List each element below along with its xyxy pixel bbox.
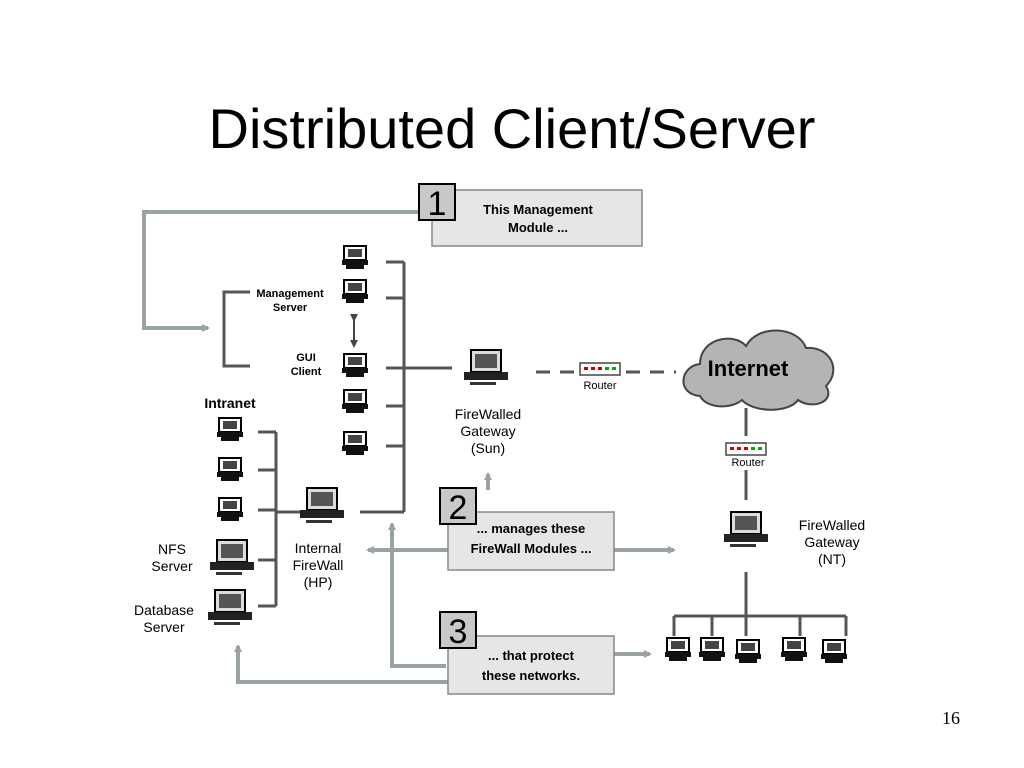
callout-1-text-1: This Management	[483, 202, 593, 217]
network-workstation-icon	[698, 637, 726, 662]
internet-cloud	[682, 329, 835, 411]
router-icon	[725, 442, 767, 456]
gateway-sun-icon	[463, 349, 509, 386]
gateway-nt-label-2: Gateway	[804, 534, 859, 550]
gateway-nt-label-3: (NT)	[818, 551, 846, 567]
intranet-workstation-icon	[216, 417, 244, 442]
callout-1-arrow	[142, 210, 420, 332]
nfs-server-icon	[209, 539, 255, 576]
page-number: 16	[942, 708, 960, 728]
callout-3-arrows	[234, 522, 652, 684]
gateway-sun-label-3: (Sun)	[471, 440, 505, 456]
callout-3: 3 ... that protect these networks.	[439, 611, 615, 695]
callout-1: 1 This Management Module ...	[418, 183, 643, 247]
management-server-label-2: Server	[273, 302, 308, 314]
internal-firewall-icon	[299, 487, 345, 524]
callout-2-number: 2	[449, 489, 468, 527]
internal-firewall-label-2: FireWall	[293, 557, 344, 573]
callout-1-number: 1	[428, 185, 447, 223]
workstation-icon	[341, 389, 369, 414]
callout-3-text-1: ... that protect	[488, 648, 575, 663]
intranet-label: Intranet	[204, 395, 256, 411]
nfs-server-label-1: NFS	[158, 541, 186, 557]
gateway-nt-label-1: FireWalled	[799, 517, 865, 533]
gui-client-icon	[341, 353, 369, 378]
gateway-nt-icon	[723, 511, 769, 548]
router-label: Router	[731, 457, 764, 469]
callout-2-text-1: ... manages these	[477, 521, 585, 536]
callout-2-text-2: FireWall Modules ...	[471, 541, 592, 556]
workstation-icon	[341, 431, 369, 456]
slide-title: Distributed Client/Server	[208, 97, 816, 160]
database-server-label-2: Server	[143, 619, 185, 635]
workstation-icon	[341, 245, 369, 270]
router-icon	[579, 362, 621, 376]
network-workstation-icon	[780, 637, 808, 662]
database-server-icon	[207, 589, 253, 626]
nfs-server-label-2: Server	[151, 558, 193, 574]
internal-firewall-label-3: (HP)	[304, 574, 333, 590]
intranet-workstation-icon	[216, 457, 244, 482]
gui-client-label-1: GUI	[296, 352, 316, 364]
callout-2-arrows	[366, 472, 676, 554]
database-server-label-1: Database	[134, 602, 194, 618]
gateway-sun-label-2: Gateway	[460, 423, 515, 439]
network-workstation-icon	[664, 637, 692, 662]
intranet-workstation-icon	[216, 497, 244, 522]
callout-2: 2 ... manages these FireWall Modules ...	[439, 487, 615, 571]
internet-label: Internet	[708, 356, 789, 381]
network-workstation-icon	[734, 639, 762, 664]
network-workstation-icon	[820, 639, 848, 664]
management-server-icon	[341, 279, 369, 304]
callout-1-text-2: Module ...	[508, 220, 568, 235]
internal-firewall-label-1: Internal	[295, 540, 342, 556]
network-lines	[222, 260, 848, 636]
router-label: Router	[583, 380, 616, 392]
gui-client-label-2: Client	[291, 366, 322, 378]
gateway-sun-label-1: FireWalled	[455, 406, 521, 422]
callout-3-number: 3	[449, 613, 468, 651]
callout-3-text-2: these networks.	[482, 668, 580, 683]
management-server-label-1: Management	[256, 288, 324, 300]
